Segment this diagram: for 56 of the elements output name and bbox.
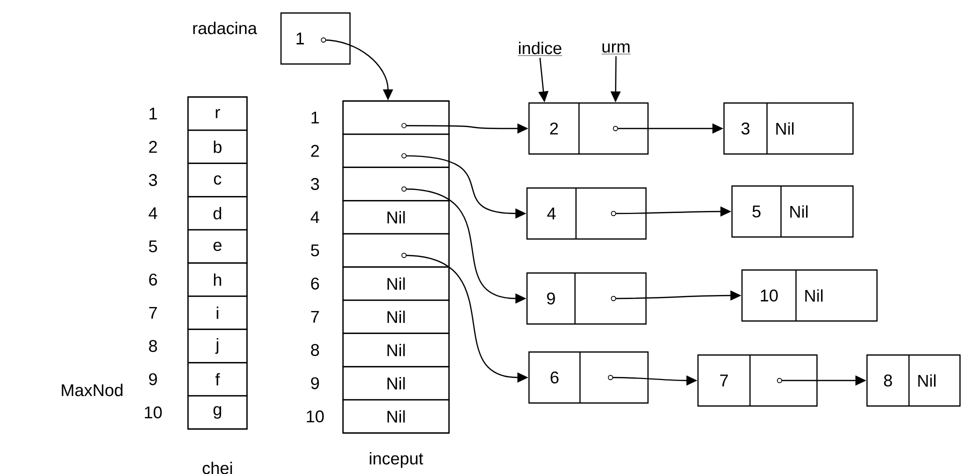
array-cell: r	[187, 96, 248, 131]
array-cell	[342, 233, 450, 268]
node-label: inceput	[370, 452, 424, 468]
index-number: 6	[311, 278, 319, 290]
index-number: 8	[311, 344, 319, 356]
index-number: 5	[148, 240, 157, 252]
array-cell: Nil	[342, 332, 450, 368]
node-label: chei	[202, 462, 232, 474]
array-cell	[342, 134, 450, 168]
index-number: 4	[148, 207, 158, 220]
index-number: 3	[310, 178, 319, 190]
array-cell: Nil	[342, 300, 450, 334]
beside-label: radacina	[193, 22, 258, 34]
list-record: 2	[528, 102, 649, 155]
array-cell	[342, 100, 450, 135]
index-number: 9	[149, 373, 157, 386]
array-cell: g	[187, 395, 248, 430]
array-cell: c	[187, 162, 248, 198]
index-number: 2	[311, 144, 319, 157]
array-cell: b	[187, 130, 248, 164]
index-number: 6	[149, 274, 157, 286]
array-cell: h	[187, 262, 248, 297]
list-record: 5 Nil	[731, 185, 854, 238]
index-number: 1	[312, 112, 319, 124]
list-record: 8 Nil	[866, 354, 961, 407]
array-cell: Nil	[342, 399, 450, 434]
array-cell: d	[187, 196, 248, 230]
index-number: 7	[149, 306, 157, 319]
index-number: 10	[144, 406, 162, 418]
list-record: 9	[526, 272, 647, 325]
index-number: 9	[311, 377, 319, 390]
index-number: 7	[311, 310, 319, 323]
array-cell: f	[187, 362, 248, 396]
field-label: indice	[518, 42, 562, 56]
array-cell: j	[187, 328, 248, 364]
list-record: 4	[526, 187, 647, 240]
list-record: 6	[528, 351, 649, 404]
side-label: MaxNod	[62, 384, 122, 396]
index-number: 5	[310, 244, 319, 256]
index-number: 4	[310, 211, 320, 224]
field-label: urm	[601, 43, 631, 54]
array-cell: Nil	[342, 200, 450, 234]
index-number: 1	[150, 108, 157, 120]
root-box: 1	[280, 12, 351, 65]
list-record: 10 Nil	[741, 269, 878, 322]
index-number: 10	[306, 410, 324, 422]
array-cell: e	[187, 229, 248, 264]
array-cell	[342, 166, 450, 202]
index-number: 3	[148, 174, 157, 186]
list-record: 3 Nil	[723, 102, 854, 155]
array-cell: Nil	[342, 266, 450, 301]
array-cell: i	[187, 296, 248, 330]
index-number: 8	[149, 340, 157, 352]
list-record: 7	[697, 354, 818, 407]
index-number: 2	[149, 140, 157, 153]
array-cell: Nil	[342, 366, 450, 400]
